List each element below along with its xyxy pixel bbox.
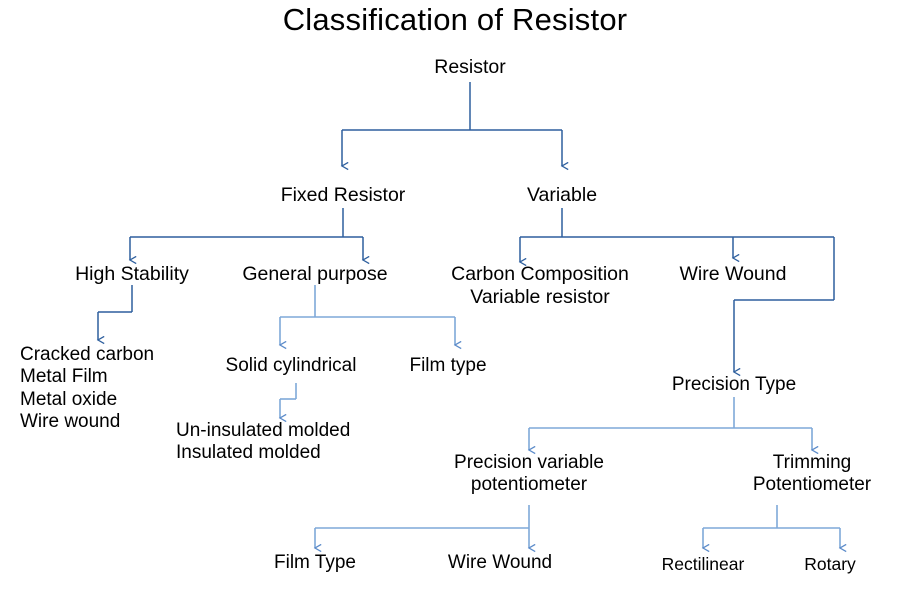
node-resistor[interactable]: Resistor bbox=[434, 56, 506, 78]
node-rotary[interactable]: Rotary bbox=[804, 554, 856, 574]
node-precision-variable-potentiometer[interactable]: Precision variable potentiometer bbox=[454, 452, 604, 496]
node-rectilinear[interactable]: Rectilinear bbox=[661, 554, 745, 574]
node-trimming-potentiometer[interactable]: Trimming Potentiometer bbox=[752, 452, 872, 496]
page-title: Classification of Resistor bbox=[282, 2, 628, 37]
node-film-type-potentiometer[interactable]: Film Type bbox=[273, 552, 357, 573]
node-wire-wound-variable[interactable]: Wire Wound bbox=[679, 263, 787, 285]
node-carbon-composition-variable-resistor[interactable]: Carbon Composition Variable resistor bbox=[451, 263, 629, 308]
node-precision-type[interactable]: Precision Type bbox=[671, 374, 797, 395]
node-molded-types[interactable]: Un-insulated molded Insulated molded bbox=[176, 420, 351, 464]
node-film-type-general[interactable]: Film type bbox=[409, 355, 487, 376]
node-general-purpose[interactable]: General purpose bbox=[242, 263, 388, 285]
node-high-stability[interactable]: High Stability bbox=[75, 263, 189, 285]
node-high-stability-types[interactable]: Cracked carbon Metal Film Metal oxide Wi… bbox=[20, 344, 155, 433]
node-wire-wound-potentiometer[interactable]: Wire Wound bbox=[447, 552, 553, 573]
node-fixed-resistor[interactable]: Fixed Resistor bbox=[280, 184, 406, 206]
node-solid-cylindrical[interactable]: Solid cylindrical bbox=[225, 355, 357, 376]
node-variable[interactable]: Variable bbox=[526, 184, 598, 206]
